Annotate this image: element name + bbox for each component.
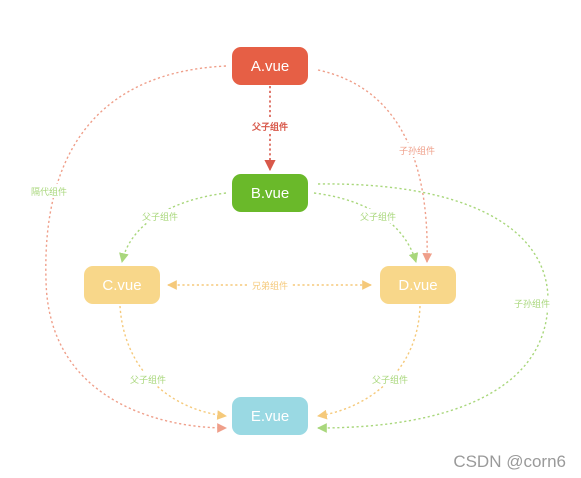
node-b-label: B.vue: [251, 185, 289, 202]
label-c-e: 父子组件: [130, 374, 166, 386]
label-a-b: 父子组件: [251, 121, 288, 133]
node-b: B.vue: [232, 174, 308, 212]
node-b-box: [232, 174, 308, 212]
label-b-c: 父子组件: [142, 211, 178, 223]
label-b-d: 父子组件: [360, 211, 396, 223]
label-d-e: 父子组件: [372, 374, 408, 386]
node-e-box: [232, 397, 308, 435]
node-d-label: D.vue: [398, 277, 437, 294]
node-a: A.vue: [232, 47, 308, 85]
node-d-box: [380, 266, 456, 304]
edge-c-e: [119, 305, 227, 420]
node-c-label: C.vue: [102, 277, 141, 294]
edge-a-e: [45, 65, 227, 433]
edge-a-d: [317, 69, 433, 263]
edge-d-e: [317, 305, 421, 420]
label-b-e: 子孙组件: [514, 298, 550, 310]
edge-b-c: [119, 192, 227, 263]
label-a-e: 隔代组件: [31, 186, 67, 198]
edge-b-d: [313, 192, 419, 263]
node-e-label: E.vue: [251, 408, 289, 425]
node-d: D.vue: [380, 266, 456, 304]
edge-labels: 父子组件 子孙组件 隔代组件 父子组件 父子组件 子孙组件 兄弟组件 父子组件 …: [28, 119, 553, 386]
node-a-label: A.vue: [251, 58, 289, 75]
label-c-d: 兄弟组件: [252, 280, 288, 292]
node-e: E.vue: [232, 397, 308, 435]
watermark: CSDN @corn6: [453, 452, 566, 471]
label-a-d: 子孙组件: [399, 145, 435, 157]
edges: [45, 65, 549, 433]
node-c: C.vue: [84, 266, 160, 304]
node-c-box: [84, 266, 160, 304]
node-a-box: [232, 47, 308, 85]
